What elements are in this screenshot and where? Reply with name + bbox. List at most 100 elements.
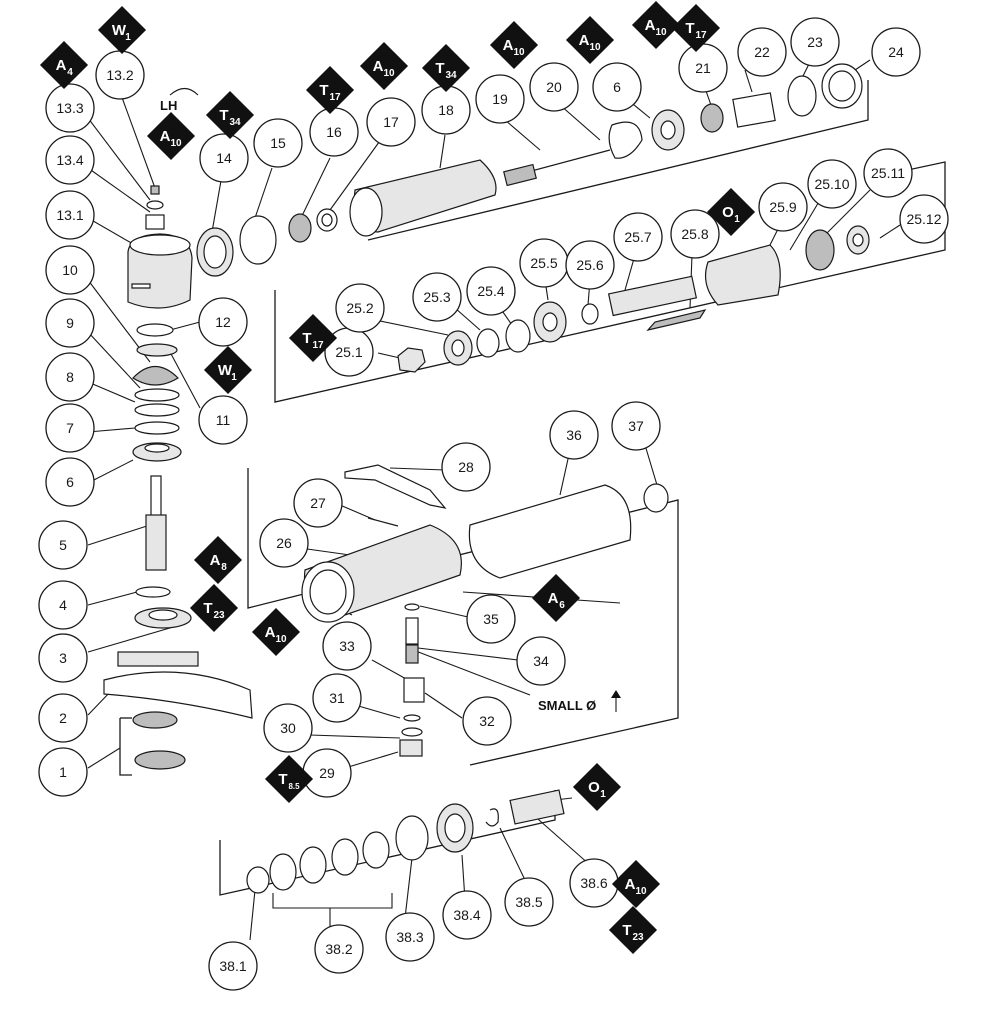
badge-subscript: 10: [589, 42, 601, 53]
callout-label: 9: [66, 315, 74, 331]
callout-13-3: 13.3: [45, 83, 95, 133]
badge-diamond: [251, 607, 301, 657]
part-11: [136, 343, 178, 357]
part-5-shaft: [150, 475, 162, 517]
badge-diamond: [671, 3, 721, 53]
badge-diamond: [205, 90, 255, 140]
part-36-sleeve: [468, 484, 632, 579]
part-10-gear: [132, 365, 179, 386]
badge-diamond: [97, 5, 147, 55]
callout-label: 11: [216, 412, 231, 428]
part-17-bore: [321, 213, 333, 227]
small-dia-note: SMALL Ø: [538, 690, 621, 713]
badge-letter: T: [685, 20, 694, 37]
callout-circle: [475, 74, 525, 124]
callout-5: 5: [38, 520, 88, 570]
callout-circle: [899, 194, 949, 244]
part-25-4: [505, 319, 531, 353]
callout-circle: [314, 924, 364, 974]
callout-label: 36: [566, 427, 582, 443]
callout-label: 19: [492, 91, 508, 107]
callout-15: 15: [253, 118, 303, 168]
callout-label: 7: [66, 420, 74, 436]
callout-20: 20: [529, 62, 579, 112]
callout-label: 25.6: [576, 257, 603, 273]
part-14-bore: [203, 235, 227, 269]
callout-36: 36: [549, 410, 599, 460]
badge-diamond: [189, 583, 239, 633]
callout-label: 23: [807, 34, 823, 50]
callout-25-3: 25.3: [412, 272, 462, 322]
badge-letter: O: [722, 204, 734, 221]
part-23: [787, 75, 817, 117]
callout-37: 37: [611, 401, 661, 451]
callout-9: 9: [45, 298, 95, 348]
callout-circle: [670, 209, 720, 259]
callout-label: 13.1: [56, 207, 83, 223]
badge-diamond: [305, 65, 355, 115]
callout-14: 14: [199, 133, 249, 183]
badge-letter: O: [588, 779, 600, 796]
part-29: [399, 739, 423, 757]
callout-circle: [45, 403, 95, 453]
badge-diamond: [193, 535, 243, 585]
leader-lines: [87, 59, 901, 941]
callout-25-8: 25.8: [670, 209, 720, 259]
callout-18: 18: [421, 85, 471, 135]
callout-38-6: 38.6: [569, 858, 619, 908]
callout-38-2: 38.2: [314, 924, 364, 974]
badge-diamond: [264, 754, 314, 804]
callout-circle: [38, 633, 88, 683]
part-37: [643, 483, 669, 513]
callout-label: 14: [216, 150, 232, 166]
rotation-arrow-icon: [169, 87, 199, 96]
part-25-12-bore: [852, 233, 864, 247]
callout-circle: [45, 83, 95, 133]
part-38-2-c: [331, 838, 359, 876]
badge-letter: A: [373, 58, 384, 75]
callout-label: 25.1: [335, 344, 362, 360]
badge-letter: A: [645, 17, 656, 34]
badge-letter: W: [218, 362, 233, 379]
callout-38-4: 38.4: [442, 890, 492, 940]
part-9: [134, 388, 180, 402]
part-38-6: [509, 789, 565, 825]
callout-label: 1: [59, 764, 67, 780]
badge-letter: T: [219, 107, 228, 124]
badge-letter: A: [548, 590, 559, 607]
part-25-7-rotor: [607, 275, 698, 317]
callout-circle: [38, 580, 88, 630]
badge-diamond: [531, 573, 581, 623]
callout-label: 25.11: [871, 165, 905, 181]
callout-circle: [466, 266, 516, 316]
callout-label: 28: [458, 459, 474, 475]
badge-letter: A: [160, 128, 171, 145]
callout-circle: [549, 410, 599, 460]
callout-13-4: 13.4: [45, 135, 95, 185]
callout-circle: [45, 245, 95, 295]
part-32: [403, 677, 425, 703]
part-25-3: [476, 328, 500, 358]
badge-diamond: [146, 111, 196, 161]
callout-label: 13.4: [56, 152, 83, 168]
callout-circle: [592, 62, 642, 112]
callout-circle: [45, 457, 95, 507]
part-21: [700, 103, 724, 133]
part-16: [288, 213, 312, 243]
callout-label: 25.4: [477, 283, 504, 299]
callout-12: 12: [198, 297, 248, 347]
callout-label: 21: [695, 60, 711, 76]
callout-circle: [259, 518, 309, 568]
callout-circle: [366, 97, 416, 147]
badge-subscript: 10: [655, 27, 667, 38]
badge-letter: T: [302, 330, 311, 347]
callout-label: 38.6: [580, 875, 607, 891]
part-26-bore: [309, 569, 347, 615]
